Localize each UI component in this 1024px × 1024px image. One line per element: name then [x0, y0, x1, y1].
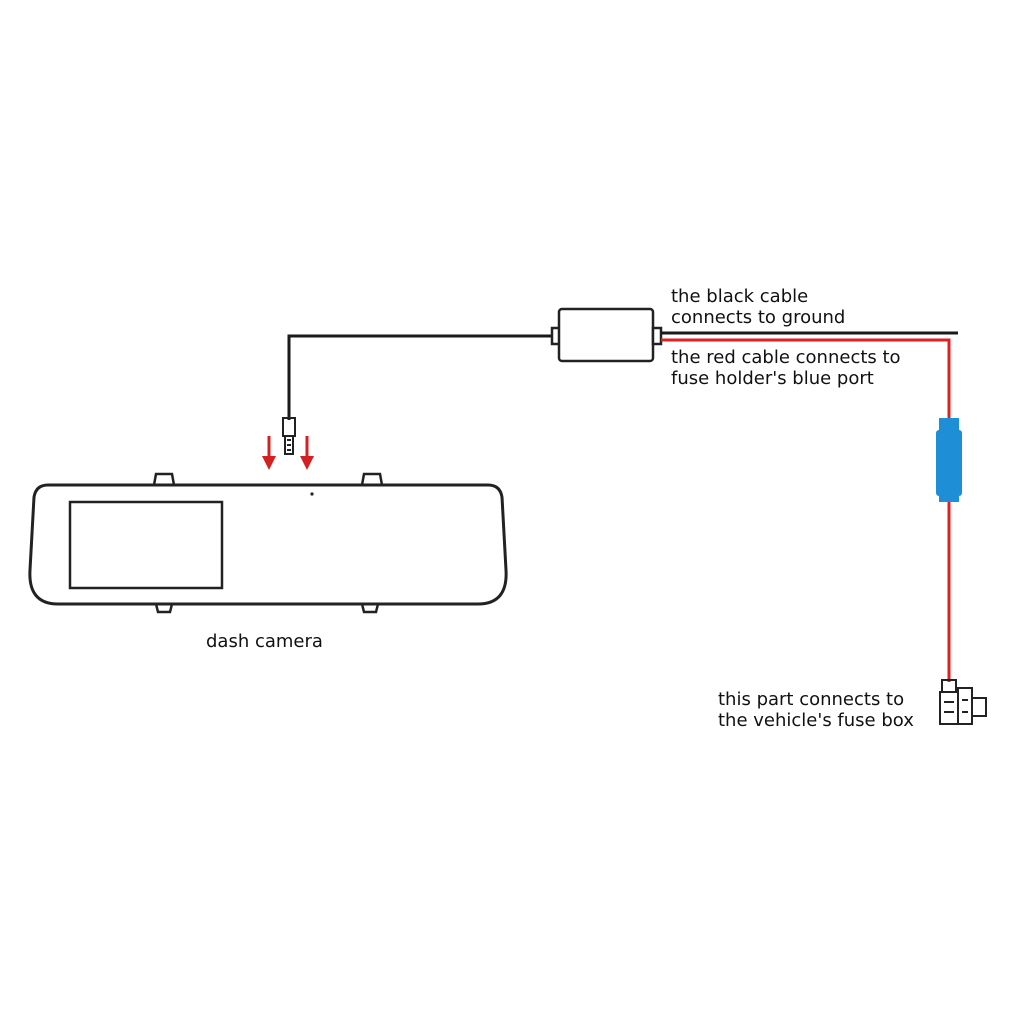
dash-camera [28, 472, 508, 614]
dash-camera-label: dash camera [206, 631, 323, 652]
output-cables [661, 331, 958, 682]
black-cable-to-camera [287, 334, 552, 420]
fuse-box-label-line2: the vehicle's fuse box [718, 710, 914, 731]
fuse-holder [936, 418, 962, 502]
fuse-tap [939, 679, 987, 725]
usb-plug [282, 417, 296, 455]
red-cable-label-line1: the red cable connects to [671, 347, 901, 368]
red-cable-label-line2: fuse holder's blue port [671, 368, 874, 389]
converter-box [550, 307, 663, 363]
black-cable-label-line2: connects to ground [671, 307, 846, 328]
fuse-box-label-line1: this part connects to [718, 689, 905, 710]
black-cable-label-line1: the black cable [671, 286, 809, 307]
insertion-arrows [262, 436, 314, 470]
